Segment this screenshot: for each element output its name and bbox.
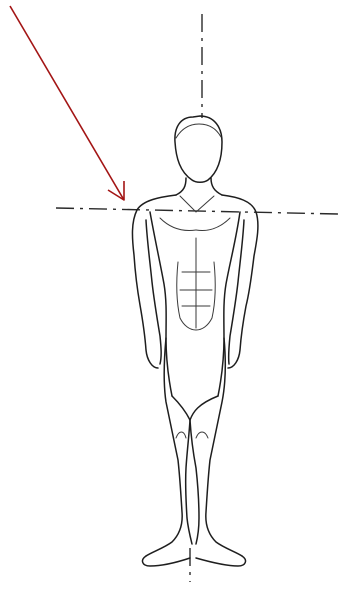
chest-right (196, 218, 230, 231)
right-knee (196, 432, 208, 438)
hairline (176, 124, 221, 138)
torso-left (150, 212, 172, 396)
pointer-arrow (10, 6, 124, 200)
left-knee (176, 432, 186, 438)
collar (180, 196, 214, 212)
body-outline-icon (132, 116, 257, 566)
left-shoulder-arm-outer (132, 195, 176, 368)
right-leg-inner (190, 420, 199, 544)
right-leg-outer (206, 338, 242, 556)
groin (172, 396, 218, 420)
arrow-shaft (10, 6, 124, 200)
left-arm-inner (146, 220, 161, 364)
left-leg-outer (146, 338, 182, 556)
neck-left (176, 178, 186, 195)
left-foot (143, 556, 190, 566)
chest-left (160, 218, 196, 231)
right-arm-inner (229, 220, 244, 364)
head (175, 116, 222, 182)
right-foot (196, 556, 245, 566)
reference-axes (56, 14, 338, 582)
neck-right (211, 178, 222, 195)
